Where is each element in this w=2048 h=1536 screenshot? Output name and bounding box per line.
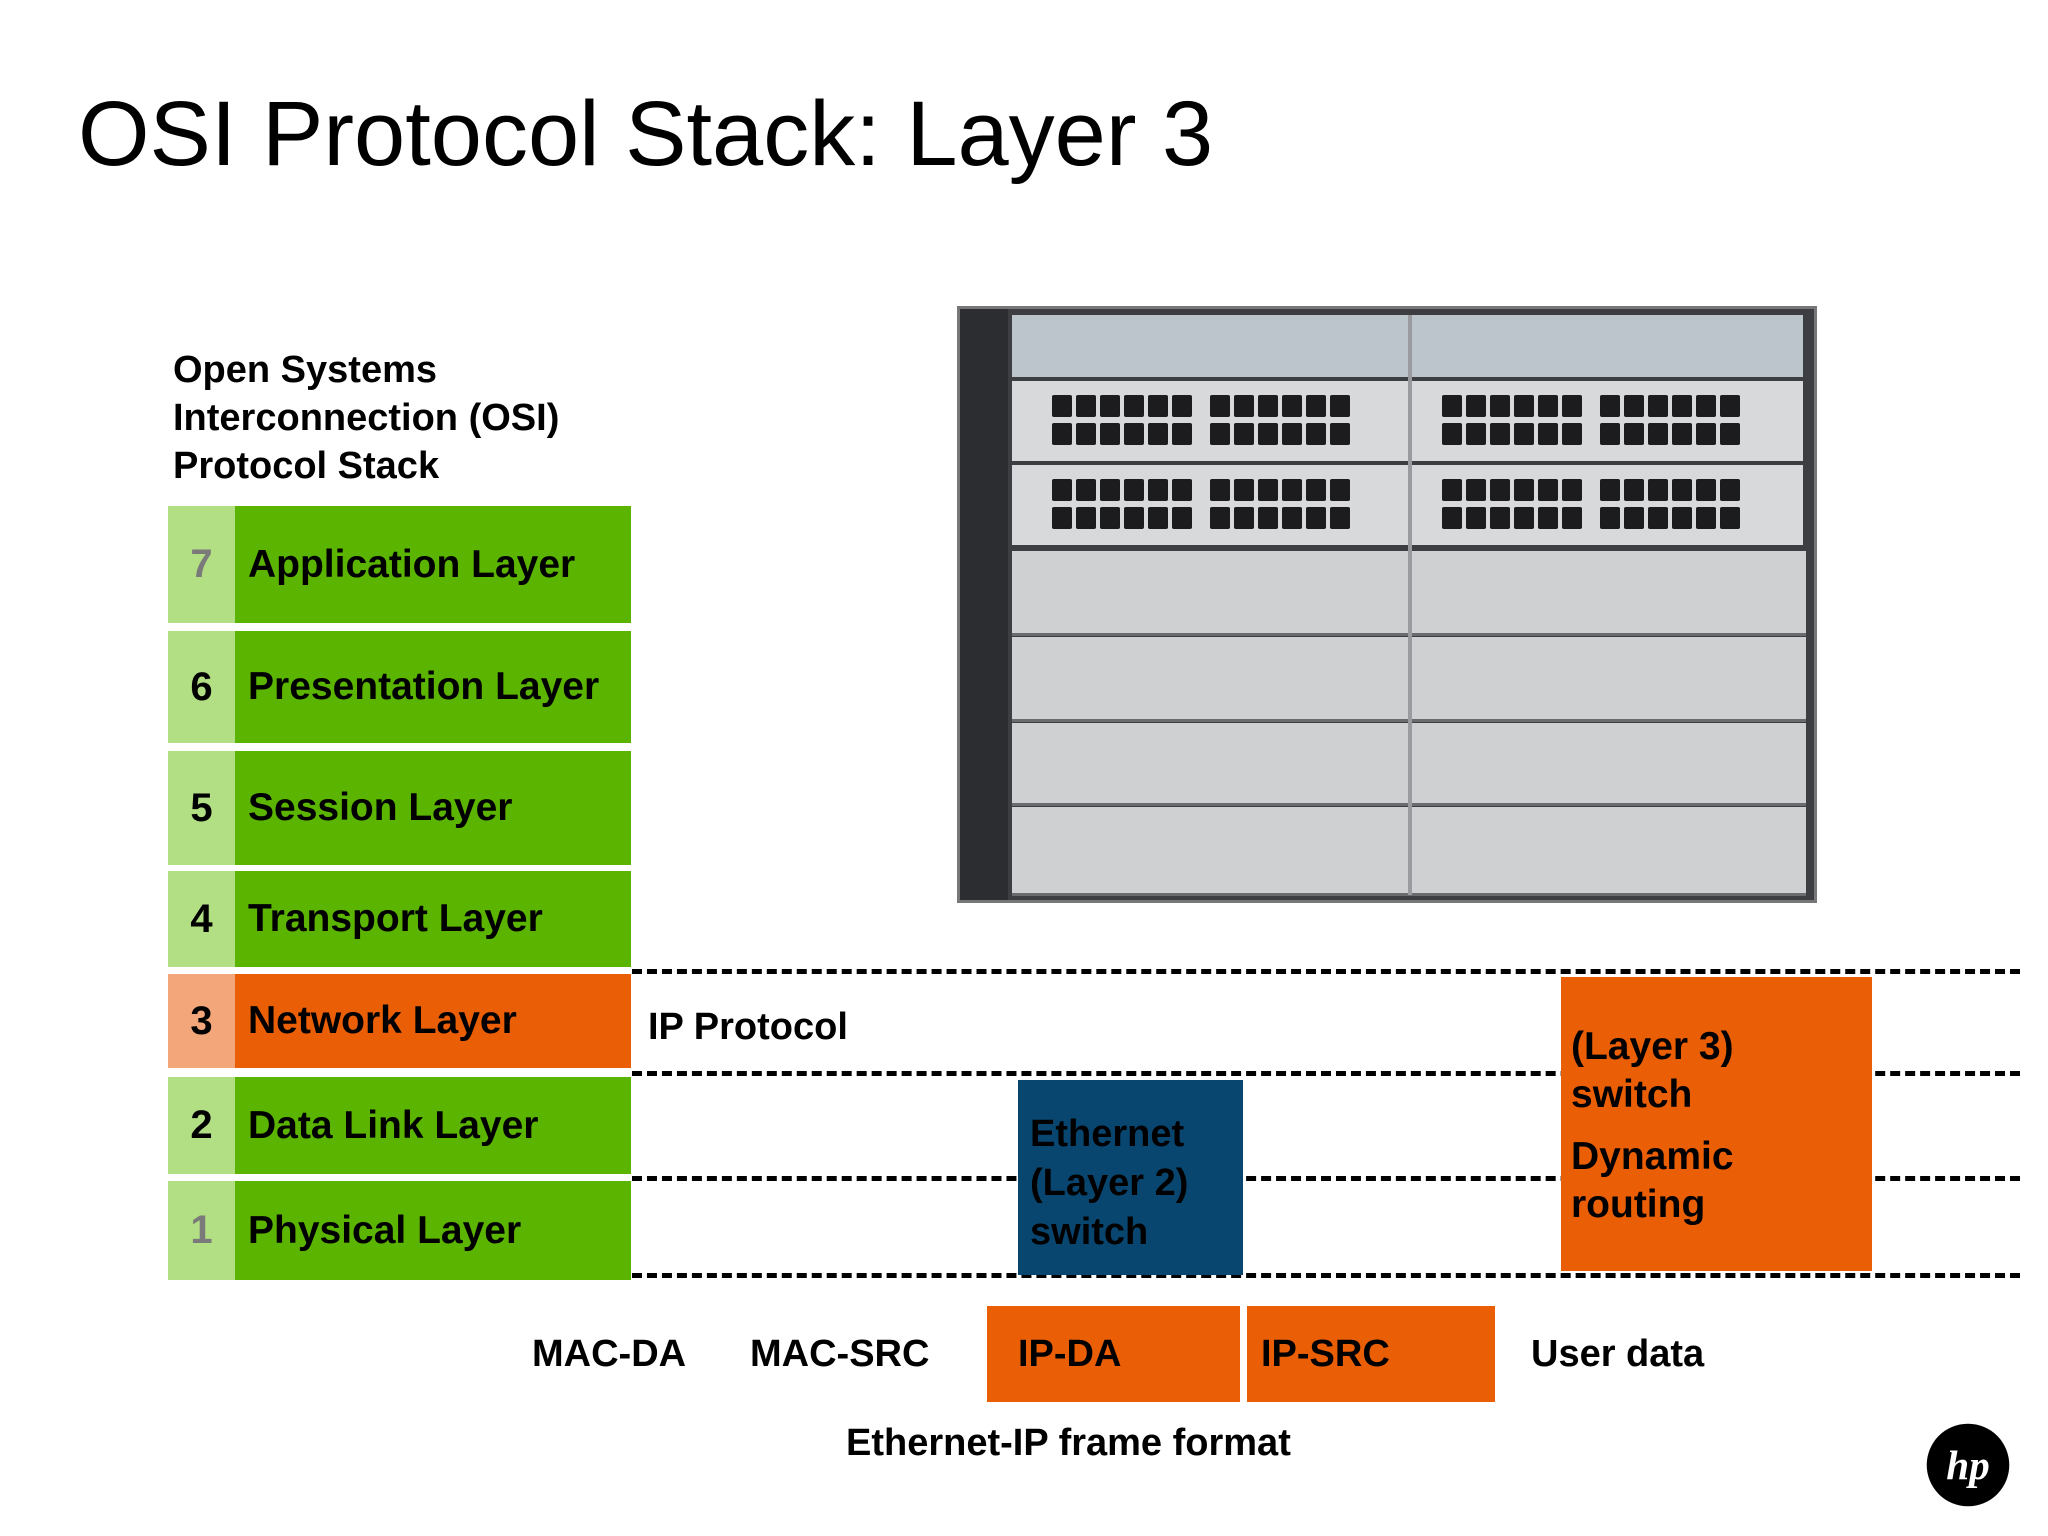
layer3-switch-box: (Layer 3) switch Dynamic routing bbox=[1561, 977, 1872, 1271]
layer-1-name: Physical Layer bbox=[235, 1181, 631, 1280]
chassis-port-module-2 bbox=[1012, 465, 1803, 545]
frame-field-ip-da: IP-DA bbox=[987, 1306, 1240, 1402]
layer-2: 2 Data Link Layer bbox=[168, 1077, 631, 1174]
layer-7-name: Application Layer bbox=[235, 506, 631, 623]
layer-3: 3 Network Layer bbox=[168, 974, 631, 1068]
stack-heading-line-2: Interconnection (OSI) bbox=[173, 397, 560, 439]
page-title: OSI Protocol Stack: Layer 3 bbox=[78, 83, 1214, 185]
stack-heading-line-3: Protocol Stack bbox=[173, 445, 440, 487]
chassis-center-divider bbox=[1408, 315, 1412, 895]
ip-protocol-label: IP Protocol bbox=[648, 1006, 848, 1048]
boundary-line-top-layer3 bbox=[632, 969, 2020, 974]
layer3-switch-line-3: Dynamic bbox=[1571, 1135, 1734, 1178]
layer-3-number: 3 bbox=[168, 974, 235, 1068]
layer3-switch-line-4: routing bbox=[1571, 1183, 1706, 1226]
layer3-switch-line-2: switch bbox=[1571, 1073, 1693, 1116]
frame-field-user-data: User data bbox=[1531, 1332, 1705, 1375]
switch-chassis-image bbox=[957, 306, 1817, 903]
layer-1-number: 1 bbox=[168, 1181, 235, 1280]
boundary-line-layer2-layer1 bbox=[632, 1176, 2020, 1181]
stack-heading-line-1: Open Systems bbox=[173, 349, 437, 391]
ethernet-switch-line-2: (Layer 2) bbox=[1030, 1162, 1189, 1204]
layer-5-name: Session Layer bbox=[235, 751, 631, 865]
layer-7: 7 Application Layer bbox=[168, 506, 631, 623]
layer-4-name: Transport Layer bbox=[235, 871, 631, 967]
frame-field-ip-src: IP-SRC bbox=[1247, 1306, 1495, 1402]
layer-2-name: Data Link Layer bbox=[235, 1077, 631, 1174]
chassis-top-panel bbox=[1012, 315, 1803, 377]
layer-4-number: 4 bbox=[168, 871, 235, 967]
frame-field-mac-src: MAC-SRC bbox=[750, 1332, 930, 1375]
frame-field-mac-da: MAC-DA bbox=[532, 1332, 687, 1375]
stack-heading: Open Systems Interconnection (OSI) Proto… bbox=[173, 346, 733, 490]
hp-logo-icon: hp bbox=[1926, 1423, 2010, 1507]
chassis-port-module-1 bbox=[1012, 381, 1803, 461]
ethernet-switch-line-1: Ethernet bbox=[1030, 1113, 1185, 1155]
chassis-side-strip bbox=[960, 309, 1008, 900]
layer-4: 4 Transport Layer bbox=[168, 871, 631, 967]
layer-6: 6 Presentation Layer bbox=[168, 631, 631, 743]
layer-5-number: 5 bbox=[168, 751, 235, 865]
layer3-switch-line-1: (Layer 3) bbox=[1571, 1025, 1734, 1068]
boundary-line-bottom-layer1 bbox=[632, 1273, 2020, 1278]
layer-2-number: 2 bbox=[168, 1077, 235, 1174]
frame-format-caption: Ethernet-IP frame format bbox=[846, 1422, 1291, 1464]
layer-3-name: Network Layer bbox=[235, 974, 631, 1068]
ethernet-switch-line-3: switch bbox=[1030, 1211, 1149, 1253]
svg-text:hp: hp bbox=[1946, 1442, 1990, 1488]
layer-6-number: 6 bbox=[168, 631, 235, 743]
layer-7-number: 7 bbox=[168, 506, 235, 623]
ethernet-switch-box: Ethernet (Layer 2) switch bbox=[1018, 1080, 1243, 1275]
layer-5: 5 Session Layer bbox=[168, 751, 631, 865]
boundary-line-layer3-layer2 bbox=[632, 1071, 2020, 1076]
layer-6-name: Presentation Layer bbox=[235, 631, 631, 743]
layer-1: 1 Physical Layer bbox=[168, 1181, 631, 1280]
